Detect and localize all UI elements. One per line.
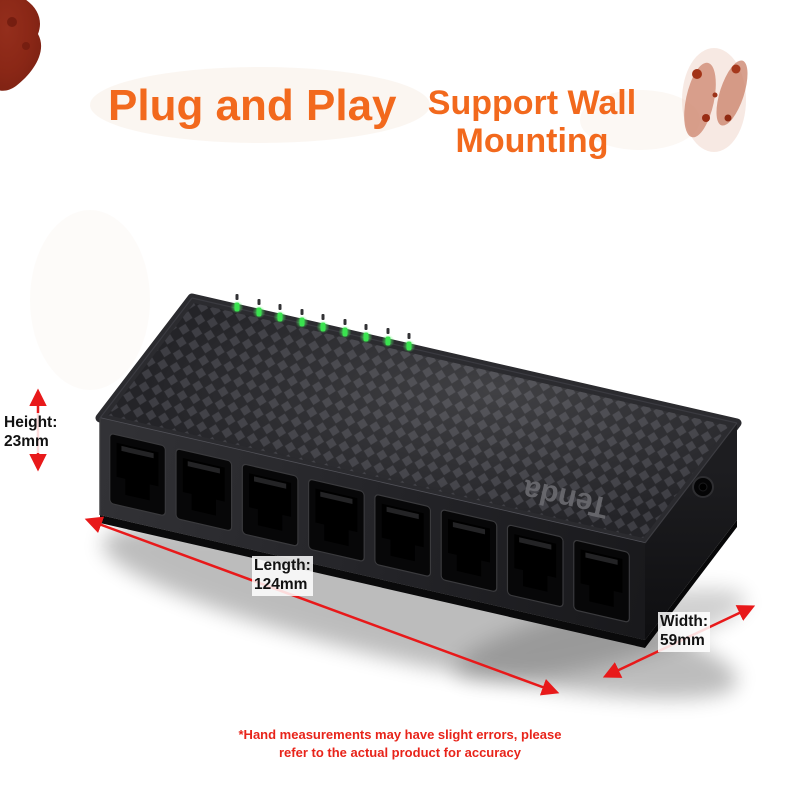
led-indicator: [338, 319, 352, 339]
left-top-edge: [99, 297, 193, 419]
led-indicator: [402, 333, 416, 353]
wash-blob: [580, 90, 700, 150]
wash-blob: [90, 67, 430, 143]
width-value: 59mm: [660, 631, 705, 649]
disclaimer-text: *Hand measurements may have slight error…: [200, 726, 600, 761]
wash-blob: [30, 210, 150, 390]
led-indicator: [273, 304, 287, 324]
rj45-port: [374, 493, 432, 578]
headline-plug-and-play: Plug and Play: [108, 81, 397, 130]
rj45-port: [109, 432, 166, 517]
paint-smudge-top-left: [0, 0, 42, 91]
led-indicator: [359, 324, 373, 344]
led-indicator: [230, 294, 244, 314]
rj45-port: [241, 463, 299, 548]
length-label: Length:: [254, 557, 311, 574]
switch-top-face: [95, 293, 742, 548]
width-dimension-label: Width: 59mm: [658, 612, 711, 652]
rj45-port: [440, 508, 498, 593]
power-port: [692, 476, 714, 498]
length-value: 124mm: [254, 575, 308, 593]
rj45-port: [175, 447, 233, 532]
length-dimension-label: Length: 124mm: [252, 556, 313, 596]
paint-smudge-top-right: [682, 48, 748, 152]
height-label: Height:: [4, 414, 58, 431]
rj45-port: [573, 539, 630, 624]
led-indicator: [295, 309, 309, 329]
length-dimension-line: [84, 516, 560, 696]
height-value: 23mm: [4, 432, 49, 450]
disclaimer-line-1: *Hand measurements may have slight error…: [238, 727, 562, 742]
background-washes: [30, 67, 700, 390]
rj45-port: [307, 478, 365, 563]
disclaimer-line-2: refer to the actual product for accuracy: [278, 744, 521, 760]
led-indicator: [252, 299, 266, 319]
led-indicator: [316, 314, 330, 334]
rj45-port: [506, 523, 564, 608]
width-label: Width:: [660, 613, 709, 630]
headline-wall-mounting: Support Wall Mounting: [427, 84, 637, 161]
height-dimension-label: Height: 23mm: [2, 413, 60, 453]
led-indicator: [381, 328, 395, 348]
